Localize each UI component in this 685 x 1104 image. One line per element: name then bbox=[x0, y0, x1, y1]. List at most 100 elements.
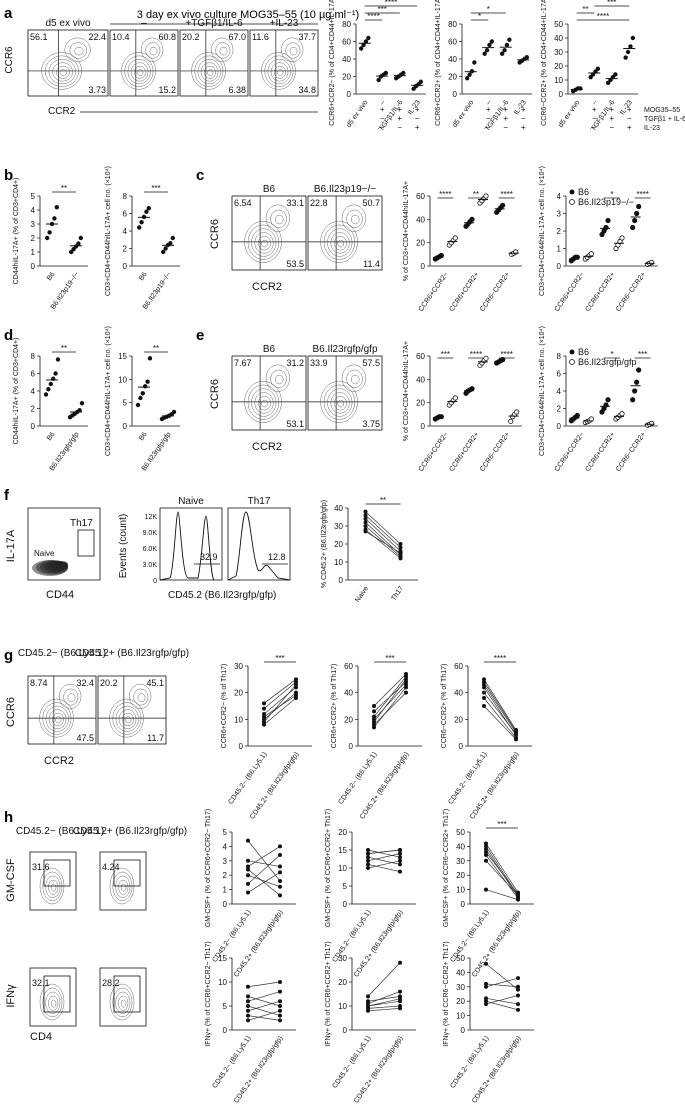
data-point bbox=[507, 37, 512, 42]
th17-gate bbox=[77, 529, 95, 557]
data-point bbox=[366, 848, 370, 852]
y-tick-label: 1 bbox=[557, 245, 562, 254]
population-ring bbox=[134, 65, 146, 79]
treatment-sign: − bbox=[503, 123, 508, 132]
data-point bbox=[137, 225, 142, 230]
y-tick-label: 8 bbox=[31, 352, 36, 361]
data-point bbox=[484, 887, 488, 892]
population-ring bbox=[112, 702, 142, 735]
pair-line bbox=[373, 681, 407, 712]
data-point bbox=[262, 706, 266, 711]
population-ring bbox=[120, 999, 127, 1008]
y-tick-label: 0 bbox=[347, 90, 352, 99]
histogram-trace bbox=[159, 511, 215, 581]
quadrant-value-top-right: 33.1 bbox=[286, 198, 304, 208]
population-upper-ring bbox=[141, 37, 164, 62]
pair-line bbox=[247, 1010, 281, 1021]
data-point bbox=[636, 367, 642, 373]
population-ring bbox=[48, 995, 59, 1011]
y-tick-label: 0 bbox=[459, 742, 464, 751]
significance-marker: **** bbox=[494, 654, 506, 663]
significance-marker: **** bbox=[500, 190, 512, 199]
significance-marker: *** bbox=[638, 350, 647, 359]
data-point bbox=[398, 858, 402, 863]
x-tick-label: CCR6+CCR2− bbox=[554, 271, 586, 313]
population-upper-ring bbox=[211, 37, 234, 62]
data-point bbox=[516, 993, 520, 998]
data-point bbox=[619, 235, 625, 241]
y-tick-label: 40 bbox=[334, 504, 343, 513]
population-ring bbox=[45, 55, 79, 87]
treatment-sign: − bbox=[521, 114, 526, 123]
data-point bbox=[55, 357, 61, 362]
treatment-sign: + bbox=[486, 105, 491, 114]
data-point bbox=[278, 980, 282, 984]
pair-line bbox=[247, 996, 281, 1007]
treatment-sign: + bbox=[397, 105, 402, 114]
flow-title-cd45-pos: CD45.2+ (B6.Il23rgfp/gfp) bbox=[73, 826, 187, 837]
population-ring bbox=[120, 883, 127, 892]
population-ring bbox=[50, 883, 57, 892]
population-ring bbox=[270, 62, 289, 82]
flow-title-cd45-neg: CD45.2− (B6.Ly5.1) bbox=[16, 826, 104, 837]
y-tick-label: 60 bbox=[448, 38, 457, 47]
y-tick-label: 20 bbox=[342, 73, 351, 82]
data-point bbox=[605, 397, 611, 403]
population-upper-ring bbox=[149, 46, 158, 56]
data-point bbox=[472, 60, 477, 65]
pair-line bbox=[485, 995, 519, 1005]
population-ring bbox=[48, 879, 59, 895]
data-point bbox=[401, 70, 406, 76]
data-point bbox=[464, 76, 470, 81]
pair-line bbox=[247, 869, 281, 896]
y-axis-label: IFNγ+ (% of CCR6−CCR2+ Th17) bbox=[443, 941, 450, 1047]
population-ring bbox=[109, 698, 144, 738]
y-tick-label: 0 bbox=[557, 262, 562, 271]
data-point bbox=[628, 44, 633, 49]
quadrant-value-top-left: 6.54 bbox=[234, 198, 252, 208]
significance-marker: ** bbox=[582, 5, 588, 14]
pair-line bbox=[367, 998, 401, 1007]
histogram-gate-value: 12.8 bbox=[268, 552, 286, 562]
population-ring bbox=[334, 236, 347, 251]
y-tick-label: 0 bbox=[339, 576, 344, 585]
population-ring bbox=[327, 228, 353, 257]
pair-line bbox=[367, 849, 401, 854]
y-tick-label: 5 bbox=[123, 399, 128, 408]
data-point bbox=[398, 996, 402, 1001]
population-upper-ring bbox=[275, 214, 284, 225]
data-point bbox=[404, 682, 408, 687]
y-tick-label: 30 bbox=[338, 954, 347, 963]
y-tick-label: 40 bbox=[454, 689, 463, 698]
legend-marker-open bbox=[569, 359, 575, 365]
quadrant-value-top-right: 31.2 bbox=[286, 358, 304, 368]
population-ring bbox=[251, 388, 277, 417]
treatment-sign: − bbox=[592, 123, 597, 132]
population-upper-ring bbox=[64, 37, 91, 62]
y-axis-label: CCR6+CCR2+ (% of Th17) bbox=[331, 664, 338, 749]
population-ring bbox=[118, 995, 129, 1011]
data-point bbox=[484, 847, 488, 852]
data-point bbox=[278, 884, 282, 889]
quadrant-value-bottom-right: 6.38 bbox=[228, 85, 246, 95]
quadrant-value-top-right: 60.8 bbox=[158, 32, 176, 42]
data-point bbox=[500, 202, 506, 208]
significance-marker: **** bbox=[385, 0, 397, 7]
data-point bbox=[469, 386, 475, 392]
axis-label-ccr2: CCR2 bbox=[252, 441, 282, 453]
data-point bbox=[630, 397, 636, 403]
y-tick-label: 0 bbox=[31, 422, 36, 431]
y-tick-label: 40 bbox=[448, 55, 457, 64]
pair-line bbox=[247, 854, 281, 885]
histogram-frame bbox=[227, 507, 291, 581]
axis-label-cd4: CD4 bbox=[30, 1031, 52, 1043]
population-upper-ring bbox=[215, 42, 231, 59]
data-point bbox=[484, 1002, 488, 1007]
